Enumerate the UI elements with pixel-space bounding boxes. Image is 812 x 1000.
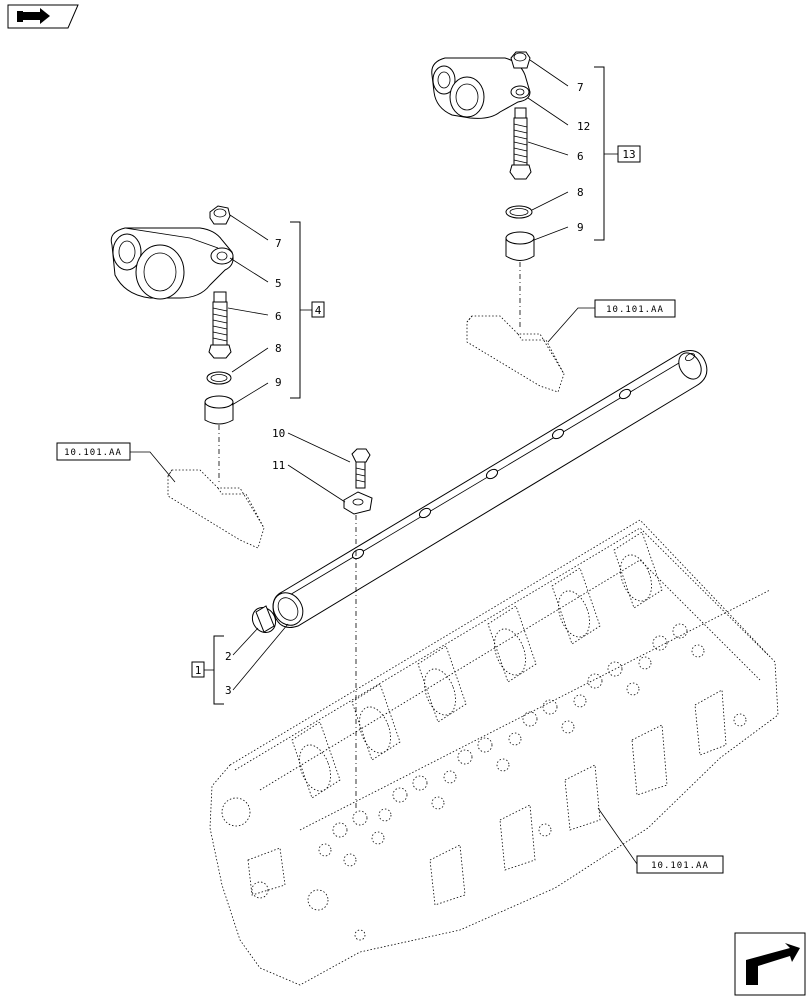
svg-text:1: 1	[195, 664, 202, 677]
svg-text:10.101.AA: 10.101.AA	[64, 448, 122, 458]
adjusting-screw-right	[509, 107, 532, 180]
clamp-11	[343, 491, 373, 515]
rocker-arm-left	[110, 227, 234, 300]
callout-8-left: 8	[275, 342, 282, 355]
svg-text:10.101.AA: 10.101.AA	[651, 861, 709, 871]
nut-left	[209, 205, 231, 225]
callout-8-right: 8	[577, 186, 584, 199]
svg-text:4: 4	[315, 304, 322, 317]
callout-12: 12	[577, 120, 590, 133]
rocker-arm-right	[431, 57, 531, 119]
callout-6-left: 6	[275, 310, 282, 323]
callout-9-right: 9	[577, 221, 584, 234]
callout-9-left: 9	[275, 376, 282, 389]
rocker-shaft	[272, 350, 708, 628]
callout-2: 2	[225, 650, 232, 663]
reference-box-head[interactable]: 10.101.AA	[636, 855, 724, 874]
ghost-pushrod-seat-left	[167, 469, 265, 549]
cap-right	[505, 231, 535, 261]
reference-box-right[interactable]: 10.101.AA	[594, 299, 676, 318]
callout-5: 5	[275, 277, 282, 290]
callout-7-right: 7	[577, 81, 584, 94]
callout-3: 3	[225, 684, 232, 697]
reference-box-left[interactable]: 10.101.AA	[56, 442, 131, 461]
group-marker-13[interactable]: 13	[617, 145, 641, 163]
ring-right	[505, 205, 533, 219]
svg-text:10.101.AA: 10.101.AA	[606, 305, 664, 315]
callout-6-right: 6	[577, 150, 584, 163]
group-marker-1[interactable]: 1	[191, 661, 205, 678]
bolt-10	[351, 448, 371, 489]
cap-left	[204, 395, 234, 425]
cylinder-head-ghost	[209, 519, 779, 986]
callout-10: 10	[272, 427, 285, 440]
ghost-pushrod-seat-right	[466, 315, 565, 393]
nut-right	[510, 51, 531, 69]
svg-text:13: 13	[622, 148, 635, 161]
folder-arrow-icon[interactable]	[7, 4, 79, 29]
group-marker-4[interactable]: 4	[311, 301, 325, 318]
callout-11: 11	[272, 459, 285, 472]
ring-left	[206, 371, 232, 385]
adjusting-screw-left	[208, 291, 232, 359]
next-page-arrow-icon[interactable]	[734, 932, 806, 996]
callout-7-left: 7	[275, 237, 282, 250]
shaft-plug	[251, 605, 277, 634]
